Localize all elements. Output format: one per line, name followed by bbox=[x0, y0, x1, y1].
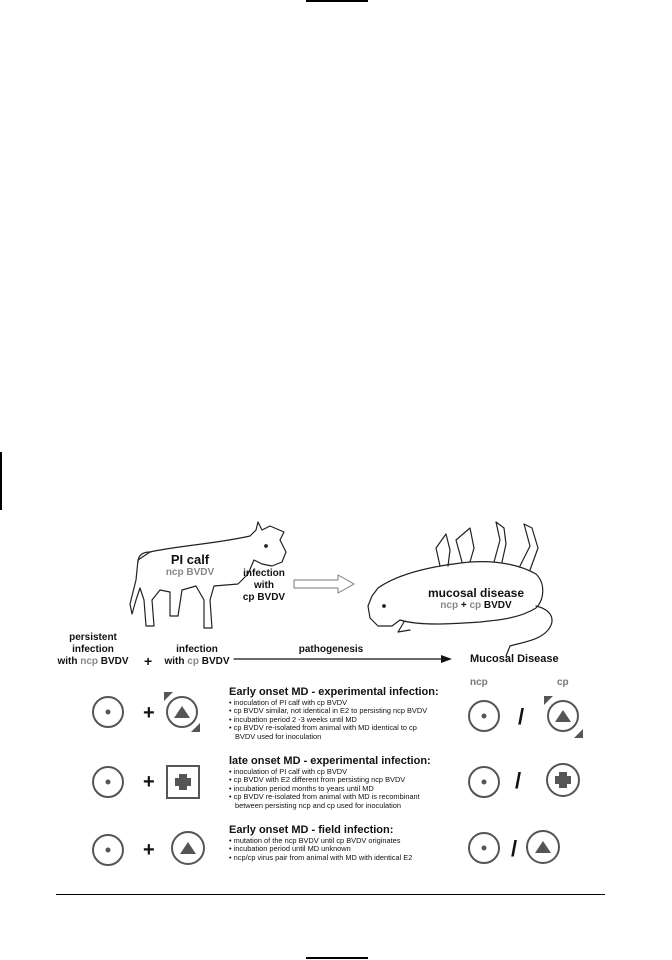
md-title: mucosal disease bbox=[427, 586, 525, 600]
ncp-virus-icon bbox=[468, 766, 500, 798]
row3-bullet: incubation period until MD unknown bbox=[229, 844, 412, 853]
row3-plus: + bbox=[143, 839, 155, 861]
mucosal-disease-outcome: Mucosal Disease bbox=[470, 653, 559, 665]
row3-symbols bbox=[92, 831, 205, 866]
md-plus: + bbox=[458, 600, 470, 611]
infection-with-cp-label: infection with cp BVDV bbox=[238, 568, 290, 604]
infection-line2: with bbox=[254, 580, 274, 591]
row1-bullet: cp BVDV re-isolated from animal with MD … bbox=[229, 723, 439, 732]
row3-slash: / bbox=[511, 836, 518, 861]
persistent-ncp: ncp bbox=[80, 656, 98, 667]
persistent-line1: persistent bbox=[69, 632, 117, 643]
row2-bullet: inoculation of PI calf with cp BVDV bbox=[229, 767, 431, 776]
recombinant-virus-icon bbox=[166, 765, 200, 799]
infection-with-cp-flow-label: infection with cp BVDV bbox=[160, 644, 234, 668]
row1-bullet: cp BVDV similar, not identical in E2 to … bbox=[229, 706, 439, 715]
row3-result-symbols bbox=[468, 830, 560, 864]
flow-infection-line1: infection bbox=[176, 644, 218, 655]
row3-text: Early onset MD - field infection: mutati… bbox=[229, 824, 412, 862]
md-bvdv: BVDV bbox=[481, 600, 512, 611]
md-cp: cp bbox=[469, 600, 482, 611]
persistent-line3: with ncp BVDV bbox=[50, 656, 136, 668]
pathogenesis-arrowhead bbox=[441, 655, 452, 663]
footer-rule bbox=[56, 894, 605, 895]
flow-cp: cp bbox=[187, 656, 199, 667]
bottom-edge-mark bbox=[306, 957, 368, 959]
row1-slash: / bbox=[518, 704, 525, 729]
row2-plus: + bbox=[143, 771, 155, 793]
persistent-line2: infection bbox=[72, 644, 114, 655]
row3-bullet: ncp/cp virus pair from animal with MD wi… bbox=[229, 853, 413, 862]
ncp-virus-icon bbox=[468, 700, 500, 732]
cp-virus-icon bbox=[171, 831, 205, 865]
flow-infection-line2: with cp BVDV bbox=[160, 656, 234, 668]
row1-bullet: incubation period 2 -3 weeks until MD bbox=[229, 715, 439, 724]
pathogenesis-label: pathogenesis bbox=[298, 644, 364, 655]
flow-plus: + bbox=[144, 653, 153, 669]
infection-line3: cp BVDV bbox=[242, 592, 286, 603]
pi-calf-outline bbox=[129, 521, 287, 629]
row1-bullets: inoculation of PI calf with cp BVDV cp B… bbox=[229, 698, 439, 741]
pi-calf-virus: ncp BVDV bbox=[165, 567, 215, 578]
cp-virus-icon bbox=[166, 696, 198, 728]
recombinant-virus-icon bbox=[546, 763, 580, 797]
row3-bullet: mutation of the ncp BVDV until cp BVDV o… bbox=[229, 836, 412, 845]
row2-bullets: inoculation of PI calf with cp BVDV cp B… bbox=[229, 767, 431, 810]
pi-calf-label: PI calf ncp BVDV bbox=[150, 552, 230, 579]
row1-title: Early onset MD - experimental infection: bbox=[229, 686, 439, 698]
row3-bullets: mutation of the ncp BVDV until cp BVDV o… bbox=[229, 836, 413, 862]
cp-virus-icon bbox=[526, 830, 560, 864]
row3-title: Early onset MD - field infection: bbox=[229, 824, 394, 836]
row2-bullet: incubation period months to years until … bbox=[229, 784, 431, 793]
row2-bullet: cp BVDV with E2 different from persistin… bbox=[229, 775, 431, 784]
column-ncp: ncp bbox=[470, 677, 488, 688]
md-cow-outline bbox=[367, 561, 544, 627]
md-ncp: ncp bbox=[440, 600, 459, 611]
row1-plus: + bbox=[143, 702, 155, 724]
column-cp: cp bbox=[557, 677, 569, 688]
flow-bvdv: BVDV bbox=[198, 656, 230, 667]
hollow-arrow bbox=[293, 574, 355, 594]
row2-title: late onset MD - experimental infection: bbox=[229, 755, 431, 767]
row2-symbols bbox=[92, 765, 200, 799]
persistent-with: with bbox=[57, 656, 81, 667]
row2-text: late onset MD - experimental infection: … bbox=[229, 755, 431, 810]
md-virus-line: ncp + cp BVDV bbox=[416, 600, 536, 612]
row1-symbols bbox=[92, 692, 200, 732]
row2-result-symbols bbox=[468, 763, 580, 798]
ncp-virus-icon bbox=[92, 766, 124, 798]
persistent-infection-label: persistent infection with ncp BVDV bbox=[50, 632, 136, 668]
ncp-virus-icon bbox=[92, 834, 124, 866]
left-edge-mark bbox=[0, 452, 2, 510]
row1-text: Early onset MD - experimental infection:… bbox=[229, 686, 439, 741]
ncp-virus-icon bbox=[92, 696, 124, 728]
row1-result-symbols bbox=[468, 696, 583, 738]
row1-bullet-continuation: BVDV used for inoculation bbox=[235, 731, 322, 741]
row2-bullet: cp BVDV re-isolated from animal with MD … bbox=[229, 792, 431, 801]
row2-bullet-continuation: between persisting ncp and cp used for i… bbox=[235, 800, 401, 810]
ncp-virus-icon bbox=[468, 832, 500, 864]
cp-virus-icon bbox=[547, 700, 579, 732]
persistent-bvdv: BVDV bbox=[98, 656, 129, 667]
pi-calf-title: PI calf bbox=[170, 552, 210, 567]
infection-line1: infection bbox=[243, 568, 285, 579]
top-edge-mark bbox=[306, 0, 368, 2]
row2-slash: / bbox=[515, 768, 522, 793]
flow-with: with bbox=[164, 656, 188, 667]
mucosal-disease-label: mucosal disease ncp + cp BVDV bbox=[416, 586, 536, 612]
row1-bullet: inoculation of PI calf with cp BVDV bbox=[229, 698, 439, 707]
